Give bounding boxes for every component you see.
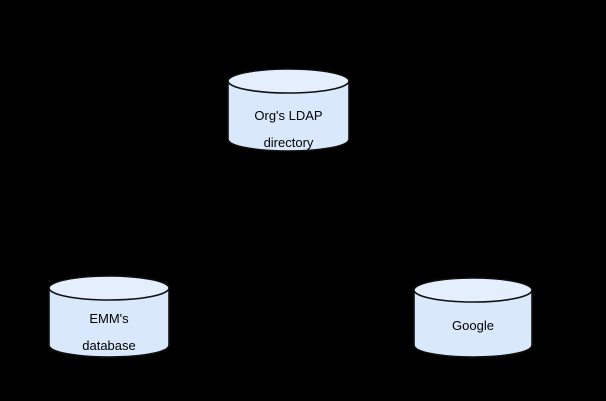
node-google[interactable]: Google: [413, 277, 533, 358]
node-emms-database[interactable]: EMM's database: [48, 275, 170, 358]
database-cylinder-icon: [48, 275, 170, 358]
node-orgs-ldap-directory[interactable]: Org's LDAP directory: [227, 68, 350, 152]
database-cylinder-icon: [227, 68, 350, 152]
database-cylinder-icon: [413, 277, 533, 358]
